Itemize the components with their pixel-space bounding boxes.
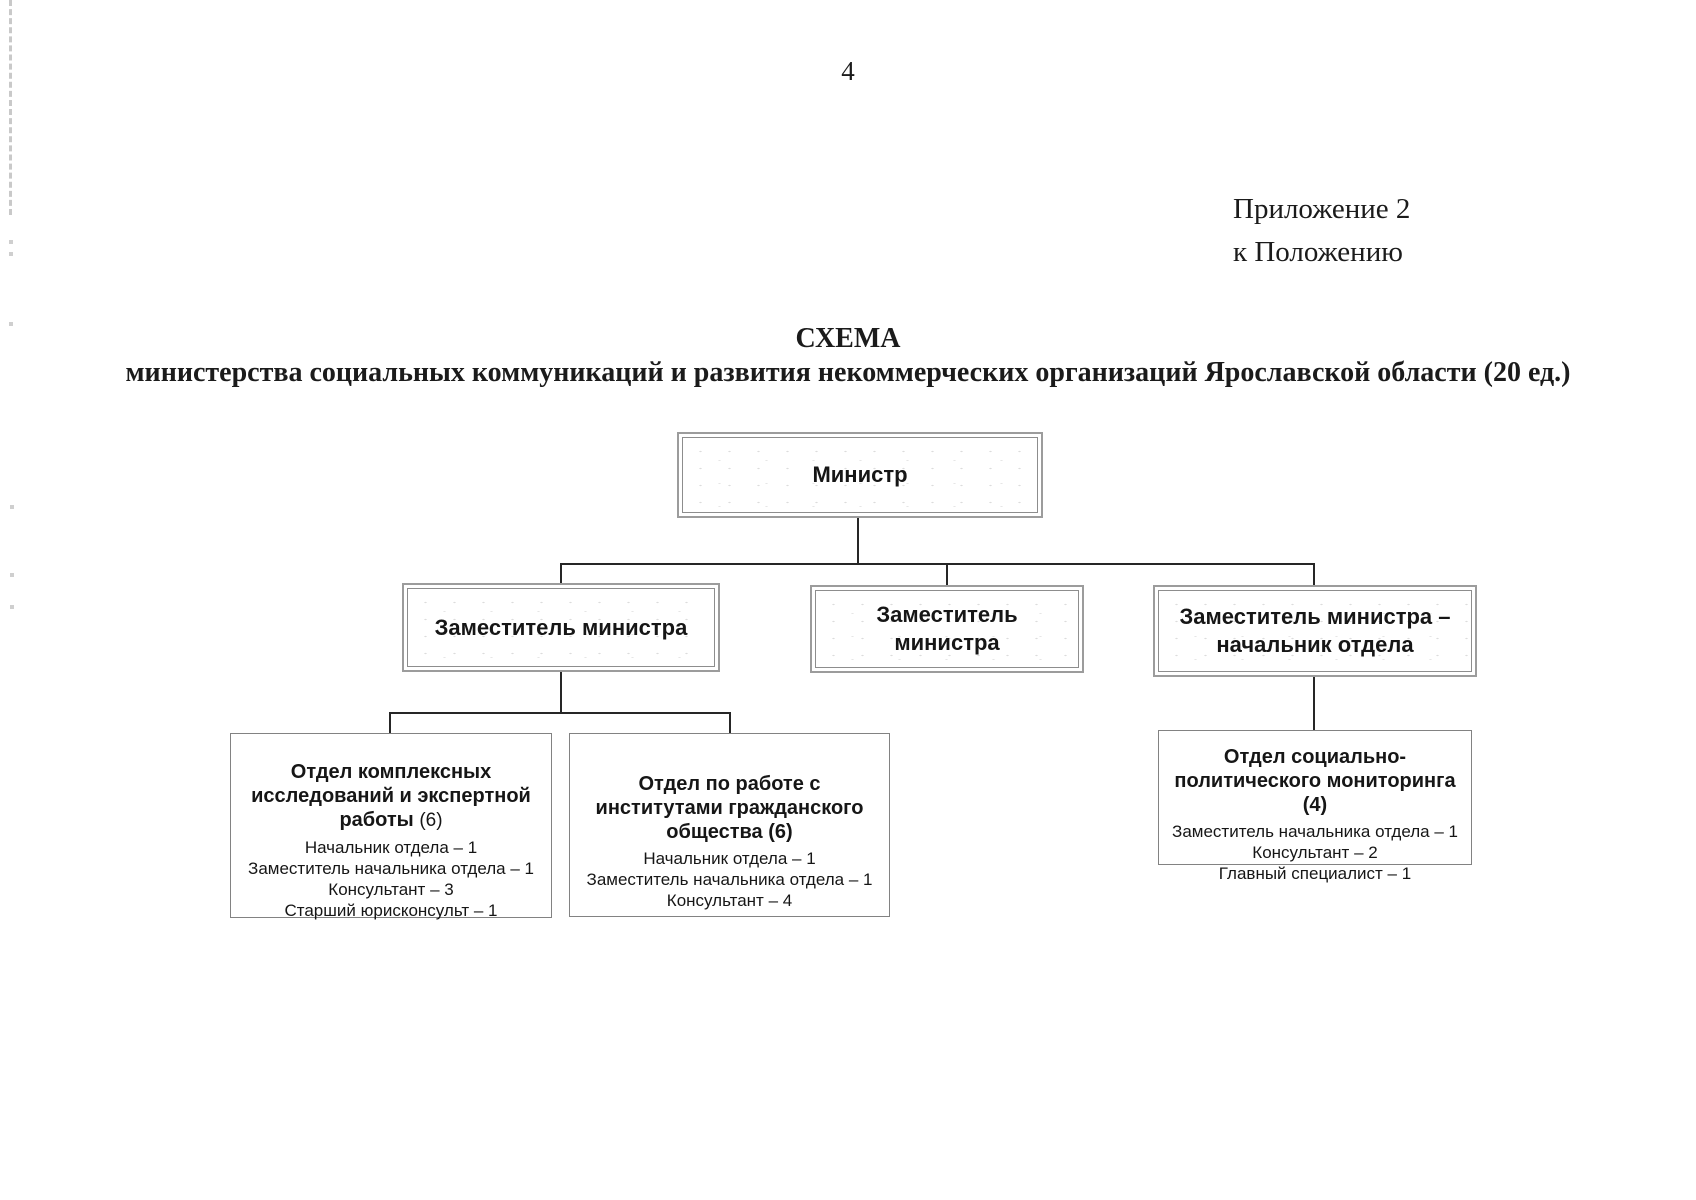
scan-artifact-dot [10, 505, 14, 509]
connector-minister-down [857, 517, 859, 565]
appendix-line-1: Приложение 2 [1233, 193, 1411, 225]
department-2-positions: Начальник отдела – 1 Заместитель начальн… [570, 848, 889, 911]
connector-deputy1-down [560, 672, 562, 714]
node-department-monitoring: Отдел социально-политического мониторинг… [1158, 730, 1472, 883]
node-deputy-1-label: Заместитель министра [434, 614, 688, 640]
department-1-count: (6) [419, 810, 443, 831]
page-number: 4 [841, 56, 855, 86]
department-3-positions: Заместитель начальника отдела – 1 Консул… [1159, 821, 1471, 884]
scan-artifact-dot [10, 605, 14, 609]
position-line: Консультант – 4 [666, 891, 793, 910]
node-minister: Министр [677, 432, 1043, 518]
connector-to-dept2 [729, 712, 731, 735]
node-department-research: Отдел комплексных исследований и эксперт… [230, 733, 552, 921]
position-line: Консультант – 3 [328, 880, 454, 899]
department-3-title-text: Отдел социально-политического мониторинг… [1174, 746, 1456, 816]
node-deputy-minister-3: Заместитель министра – начальник отдела [1153, 585, 1477, 677]
connector-to-deputy1 [560, 563, 562, 585]
document-title: СХЕМА министерства социальных коммуникац… [0, 322, 1696, 390]
connector-to-dept1 [389, 712, 391, 735]
position-line: Заместитель начальника отдела – 1 [586, 870, 873, 889]
node-deputy-minister-2: Заместитель министра [810, 585, 1084, 673]
department-3-title: Отдел социально-политического мониторинг… [1159, 745, 1471, 817]
scan-artifact-dot [9, 252, 13, 256]
position-line: Консультант – 2 [1252, 843, 1378, 862]
connector-level1-horizontal [560, 563, 1315, 565]
position-line: Старший юрисконсульт – 1 [284, 901, 498, 920]
node-deputy-2-label: Заместитель министра [876, 602, 1018, 655]
connector-level2-horizontal [389, 712, 731, 714]
department-2-title-text: Отдел по работе с институтами гражданско… [595, 773, 864, 843]
position-line: Главный специалист – 1 [1218, 864, 1412, 883]
position-line: Начальник отдела – 1 [643, 849, 816, 868]
connector-deputy3-down [1313, 677, 1315, 732]
appendix-line-2: к Положению [1233, 236, 1403, 268]
title-heading: СХЕМА [795, 323, 901, 354]
position-line: Заместитель начальника отдела – 1 [1172, 822, 1458, 841]
connector-to-deputy3 [1313, 563, 1315, 587]
department-1-title: Отдел комплексных исследований и эксперт… [231, 760, 551, 833]
appendix-annotation: Приложение 2 к Положению [1233, 188, 1410, 274]
department-2-title: Отдел по работе с институтами гражданско… [570, 772, 889, 844]
department-1-title-text: Отдел комплексных исследований и эксперт… [251, 761, 531, 831]
scan-artifact-dot [9, 240, 13, 244]
position-line: Начальник отдела – 1 [304, 838, 478, 857]
position-line: Заместитель начальника отдела – 1 [248, 859, 534, 878]
node-deputy-minister-1: Заместитель министра [402, 583, 720, 672]
department-1-positions: Начальник отдела – 1 Заместитель начальн… [231, 837, 551, 921]
scan-artifact-dot [9, 322, 13, 326]
node-department-civil-society: Отдел по работе с институтами гражданско… [569, 733, 890, 917]
connector-to-deputy2 [946, 563, 948, 587]
node-deputy-3-label: Заместитель министра – начальник отдела [1179, 604, 1451, 657]
title-subtitle: министерства социальных коммуникаций и р… [125, 357, 1571, 388]
scan-artifact-line [9, 0, 12, 215]
node-minister-label: Министр [812, 462, 908, 487]
scan-artifact-dot [10, 573, 14, 577]
